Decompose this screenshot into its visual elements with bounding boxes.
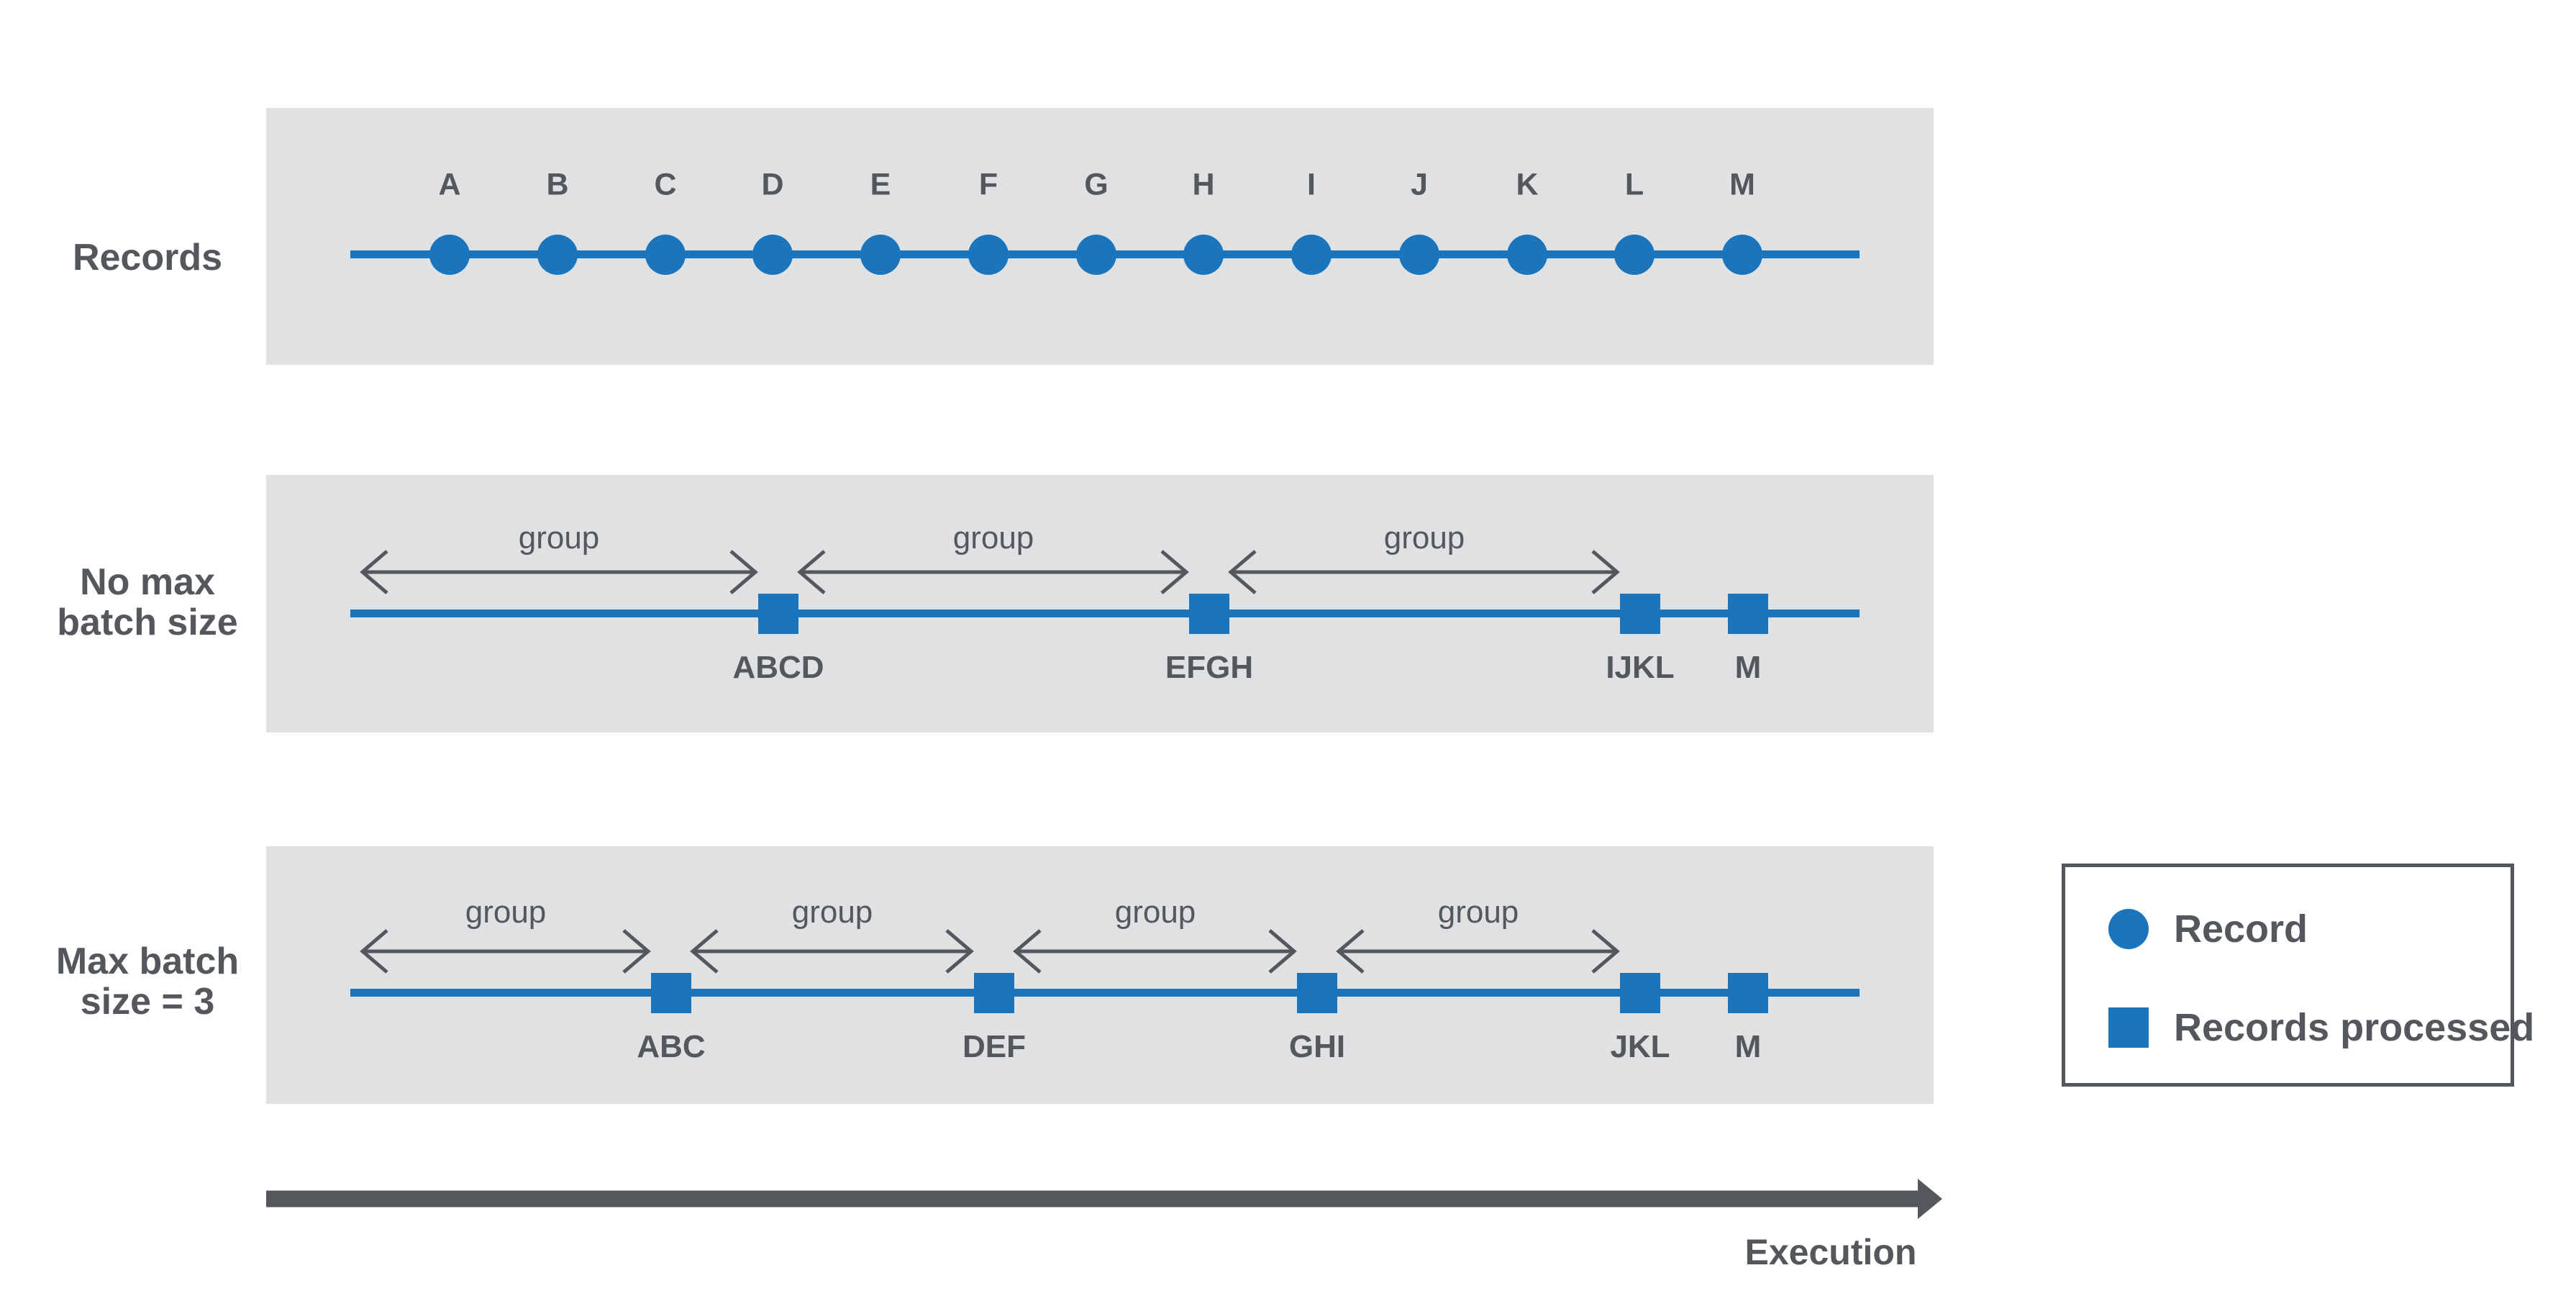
group-range-arrow <box>1013 929 1297 974</box>
batch-square-M <box>1728 973 1768 1013</box>
record-letter-B: B <box>546 167 569 202</box>
group-range-arrow <box>360 929 651 974</box>
group-caption: group <box>1114 894 1196 930</box>
batch-label-JKL: JKL <box>1610 1029 1670 1064</box>
group-caption: group <box>1437 894 1519 930</box>
record-letter-F: F <box>978 167 998 202</box>
record-letter-H: H <box>1192 167 1215 202</box>
record-dot-F <box>968 235 1009 275</box>
legend-records-processed-label: Records processed <box>2174 1006 2535 1049</box>
group-range-arrow <box>360 550 758 594</box>
legend-record-circle-icon <box>2108 909 2149 949</box>
record-dot-C <box>645 235 686 275</box>
group-caption: group <box>518 520 600 556</box>
record-dot-E <box>860 235 901 275</box>
record-dot-J <box>1399 235 1439 275</box>
batch-label-EFGH: EFGH <box>1165 650 1254 685</box>
record-dot-H <box>1183 235 1224 275</box>
record-dot-A <box>429 235 470 275</box>
row-label-records-text: Records <box>72 237 223 278</box>
record-dot-D <box>752 235 793 275</box>
group-caption: group <box>952 520 1034 556</box>
group-range-arrow <box>1336 929 1620 974</box>
legend-records-processed-square-icon <box>2108 1007 2149 1048</box>
batch-square-ABCD <box>758 594 798 634</box>
batch-square-IJKL <box>1620 594 1660 634</box>
batch-square-M <box>1728 594 1768 634</box>
record-letter-L: L <box>1624 167 1644 202</box>
record-dot-K <box>1507 235 1547 275</box>
legend-box <box>2062 864 2514 1087</box>
record-dot-I <box>1291 235 1332 275</box>
row-label-line: Max batch <box>55 941 240 982</box>
record-letter-A: A <box>438 167 461 202</box>
batch-label-IJKL: IJKL <box>1606 650 1675 685</box>
record-letter-I: I <box>1307 167 1316 202</box>
row-label-line: No max <box>80 561 215 603</box>
row-label-no-max-batch-size: No max batch size <box>0 562 295 643</box>
batch-square-DEF <box>974 973 1014 1013</box>
batch-square-EFGH <box>1189 594 1229 634</box>
batch-label-M: M <box>1734 650 1762 685</box>
row-label-line: size = 3 <box>80 981 215 1023</box>
record-letter-J: J <box>1411 167 1428 202</box>
execution-arrow <box>266 1179 1942 1219</box>
max-batch-3-timeline <box>350 989 1860 997</box>
record-letter-D: D <box>761 167 784 202</box>
batch-square-JKL <box>1620 973 1660 1013</box>
legend-record-label: Record <box>2174 907 2308 951</box>
group-caption: group <box>465 894 547 930</box>
record-letter-C: C <box>654 167 677 202</box>
no-max-batch-timeline <box>350 610 1860 617</box>
group-caption: group <box>791 894 873 930</box>
batch-label-ABC: ABC <box>637 1029 706 1064</box>
record-dot-M <box>1722 235 1762 275</box>
record-letter-K: K <box>1516 167 1539 202</box>
execution-axis-label: Execution <box>1744 1232 1917 1272</box>
record-dot-L <box>1614 235 1655 275</box>
group-range-arrow <box>690 929 974 974</box>
batch-label-DEF: DEF <box>962 1029 1026 1064</box>
record-letter-E: E <box>870 167 891 202</box>
batch-square-GHI <box>1297 973 1337 1013</box>
batch-square-ABC <box>651 973 691 1013</box>
batch-label-M: M <box>1734 1029 1762 1064</box>
batch-label-GHI: GHI <box>1288 1029 1346 1064</box>
record-dot-B <box>537 235 578 275</box>
group-caption: group <box>1383 520 1465 556</box>
group-range-arrow <box>1228 550 1620 594</box>
group-range-arrow <box>797 550 1189 594</box>
row-label-line: batch size <box>57 602 238 643</box>
row-label-max-batch-size-3: Max batch size = 3 <box>0 941 295 1022</box>
row-label-records: Records <box>0 237 295 278</box>
batch-label-ABCD: ABCD <box>732 650 824 685</box>
record-letter-G: G <box>1084 167 1109 202</box>
record-letter-M: M <box>1729 167 1755 202</box>
record-dot-G <box>1076 235 1116 275</box>
